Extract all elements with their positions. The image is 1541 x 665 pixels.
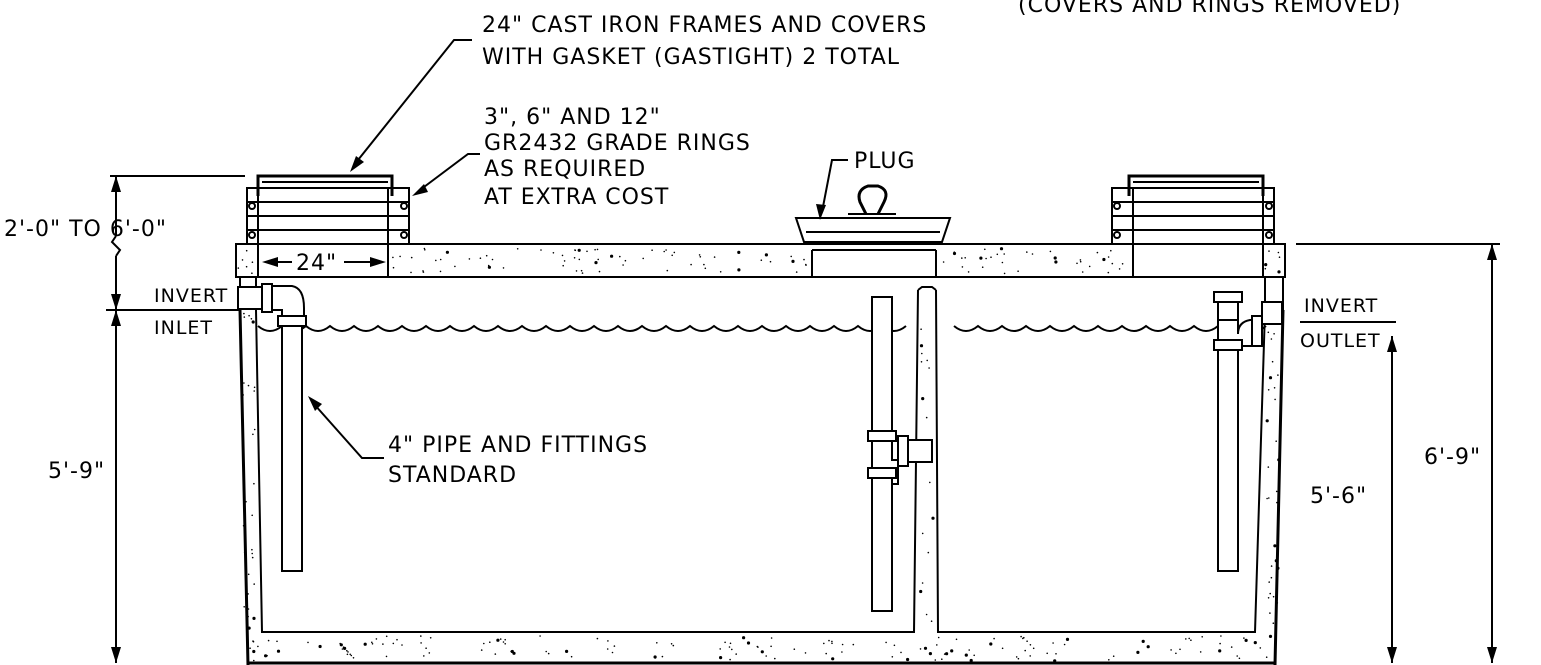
inlet-invert-dimension [106, 309, 240, 663]
dim-opening-width: 24" [296, 251, 337, 276]
note-rings-line3: AS REQUIRED [484, 157, 646, 182]
note-rings-line1: 3", 6" AND 12" [484, 105, 661, 130]
label-outlet-invert: INVERT [1304, 295, 1378, 317]
dim-outlet-depth: 5'-6" [1310, 484, 1367, 509]
label-inlet: INLET [154, 317, 213, 339]
note-rings-line2: GR2432 GRADE RINGS [484, 131, 751, 156]
concrete-hatching [237, 247, 1281, 663]
outlet-pipe [1213, 291, 1283, 572]
label-inlet-invert: INVERT [154, 285, 228, 307]
note-covers-line1: 24" CAST IRON FRAMES AND COVERS [482, 13, 927, 38]
riser-height-dimension [110, 175, 245, 310]
outlet-invert-dimension [1300, 321, 1397, 663]
note-pipe-line2: STANDARD [388, 463, 517, 488]
leader-lines [308, 39, 848, 459]
inlet-pipe [237, 283, 307, 572]
right-cover [1127, 174, 1265, 196]
water-level-line [257, 324, 1267, 332]
left-riser [246, 187, 410, 245]
overall-height-dimension [1296, 243, 1500, 663]
left-cover [256, 174, 394, 196]
note-pipe-line1: 4" PIPE AND FITTINGS [388, 433, 648, 458]
dim-inlet-depth: 5'-9" [48, 459, 105, 484]
center-plug [794, 184, 952, 251]
label-outlet: OUTLET [1300, 330, 1381, 352]
note-plug: PLUG [854, 149, 916, 174]
note-covers-line2: WITH GASKET (GASTIGHT) 2 TOTAL [482, 45, 900, 70]
opening-width-dimension [262, 257, 386, 267]
dim-riser-height: 2'-0" TO 6'-0" [4, 217, 167, 242]
note-covers-removed: (COVERS AND RINGS REMOVED) [1018, 0, 1401, 18]
dim-overall-height: 6'-9" [1424, 445, 1481, 470]
baffle-pipe [867, 296, 933, 612]
right-riser [1111, 187, 1275, 245]
note-rings-line4: AT EXTRA COST [484, 185, 669, 210]
